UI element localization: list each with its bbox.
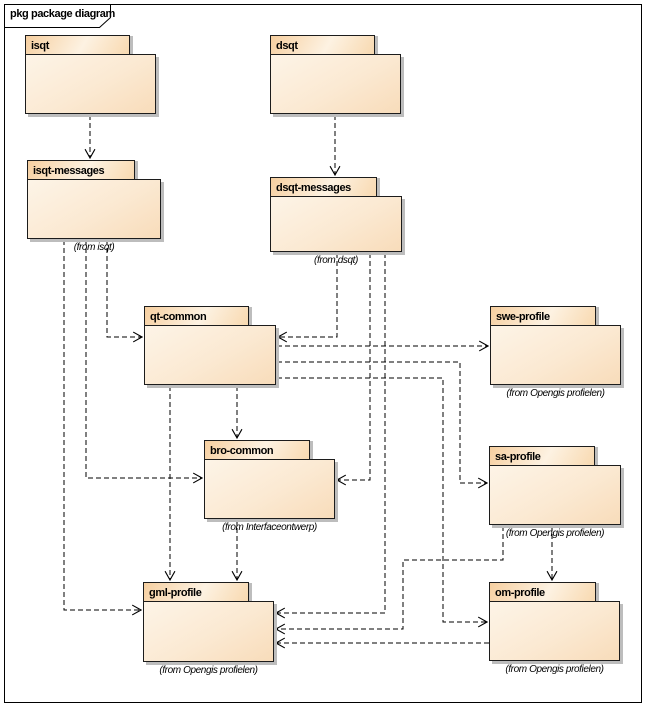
package-body [25, 54, 156, 114]
dep-isqt-messages-to-gml-profile [63, 240, 141, 610]
dep-qt-common-to-om-profile [277, 377, 487, 622]
package-body [204, 459, 335, 519]
package-qt-common[interactable]: qt-common [144, 306, 276, 385]
package-body [489, 465, 621, 525]
package-tab: sa-profile [489, 446, 595, 466]
dep-dsqt-messages-to-bro-common [337, 253, 371, 480]
package-from-label: (from Opengis profielen) [505, 664, 604, 675]
package-body [144, 325, 276, 385]
package-dsqt-messages[interactable]: dsqt-messages (from dsqt) [270, 177, 402, 266]
package-from-label: (from Interfaceontwerp) [222, 522, 317, 533]
dep-qt-common-to-sa-profile [277, 361, 487, 483]
dep-isqt-messages-to-bro-common [85, 240, 202, 478]
frame-title: pkg package diagram [10, 8, 115, 20]
package-body [489, 601, 620, 661]
package-from-label: (from isqt) [73, 242, 115, 253]
package-body [27, 179, 161, 239]
package-bro-common[interactable]: bro-common (from Interfaceontwerp) [204, 440, 335, 533]
package-tab: isqt-messages [27, 160, 135, 180]
dep-sa-profile-to-gml-profile [276, 526, 504, 629]
package-sa-profile[interactable]: sa-profile (from Opengis profielen) [489, 446, 621, 539]
package-name: swe-profile [496, 311, 550, 323]
dep-dsqt-messages-to-gml-profile [276, 253, 386, 613]
package-tab: gml-profile [143, 582, 249, 602]
package-body [143, 601, 274, 662]
package-swe-profile[interactable]: swe-profile (from Opengis profielen) [490, 306, 621, 399]
package-tab: dsqt-messages [270, 177, 377, 197]
package-name: isqt [31, 40, 49, 52]
package-name: gml-profile [149, 587, 202, 599]
package-tab: bro-common [204, 440, 310, 460]
package-name: qt-common [150, 311, 207, 323]
package-name: isqt-messages [33, 165, 105, 177]
package-name: bro-common [210, 445, 274, 457]
package-tab: dsqt [270, 35, 375, 55]
package-tab: om-profile [489, 582, 596, 602]
package-isqt-messages[interactable]: isqt-messages (from isqt) [27, 160, 161, 253]
package-body [270, 54, 401, 114]
package-isqt[interactable]: isqt [25, 35, 156, 114]
package-name: dsqt [276, 40, 298, 52]
frame-title-pentagon [4, 4, 111, 28]
package-tab: swe-profile [490, 306, 596, 326]
frame-border [4, 4, 642, 703]
package-name: dsqt-messages [276, 182, 351, 194]
package-from-label: (from Opengis profielen) [506, 388, 605, 399]
package-from-label: (from Opengis profielen) [505, 528, 605, 539]
package-om-profile[interactable]: om-profile (from Opengis profielen) [489, 582, 620, 675]
package-from-label: (from dsqt) [314, 255, 358, 266]
package-gml-profile[interactable]: gml-profile (from Opengis profielen) [143, 582, 274, 676]
package-name: sa-profile [495, 451, 541, 463]
dep-dsqt-messages-to-qt-common [278, 253, 338, 337]
dep-isqt-messages-to-qt-common [106, 240, 142, 337]
package-from-label: (from Opengis profielen) [159, 665, 258, 676]
package-dsqt[interactable]: dsqt [270, 35, 401, 114]
package-name: om-profile [495, 587, 545, 599]
package-tab: isqt [25, 35, 130, 55]
package-body [490, 325, 621, 385]
package-tab: qt-common [144, 306, 249, 326]
package-body [270, 196, 402, 252]
